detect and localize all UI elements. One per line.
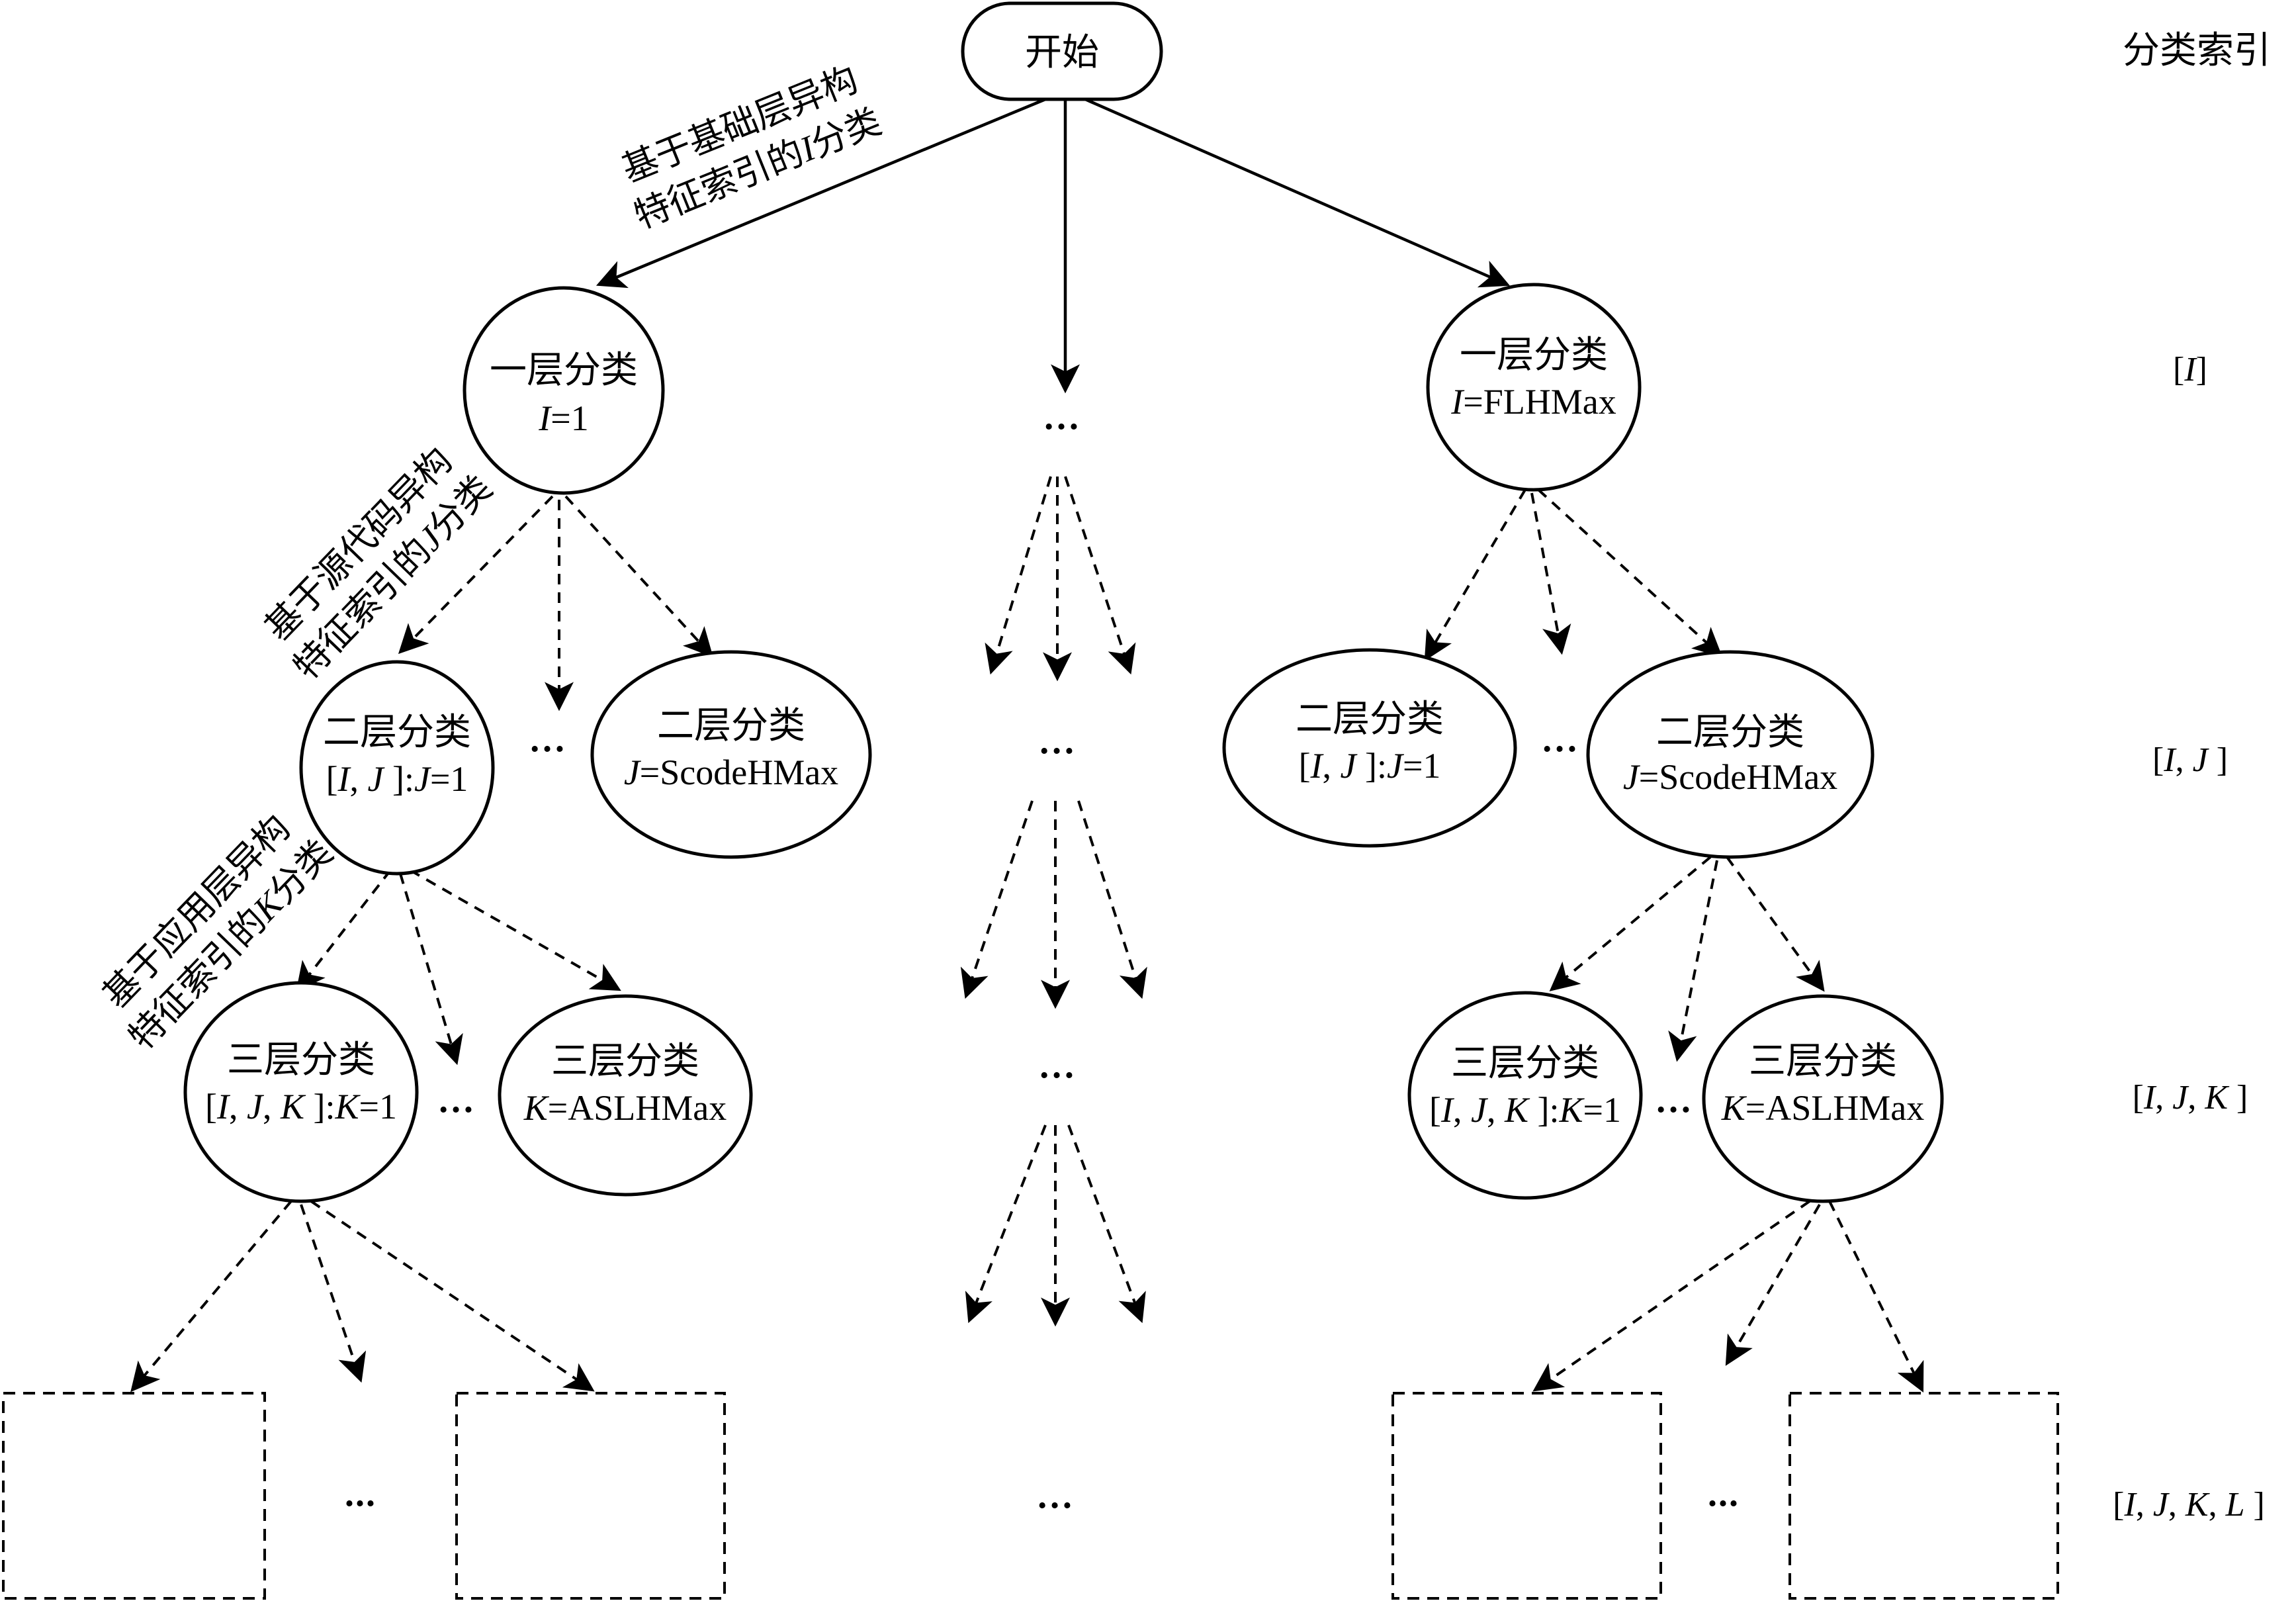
edge-l2-right-b-to-l3-right-a (1549, 856, 1712, 991)
node-title: 三层分类 (1749, 1041, 1897, 1082)
ellipsis-mid-l1: … (1043, 396, 1081, 437)
edge-mid-1-left (985, 476, 1052, 675)
node-title: 一层分类 (1460, 335, 1608, 376)
node-index: I=FLHMax (1450, 382, 1616, 422)
node-title: 二层分类 (657, 706, 805, 747)
edge-l1-right-to-l2-right-a (1424, 488, 1526, 661)
node-index: K=ASLHMax (1721, 1088, 1924, 1128)
ellipsis-mid-l3: … (1038, 1045, 1077, 1086)
edge-start-to-l1-right (1084, 97, 1511, 288)
solid-edges (596, 97, 1511, 394)
edge-mid-3-right (1067, 1124, 1146, 1324)
ellipses: … … … … … … … … ... ... (345, 396, 1740, 1516)
node-l3-left-b: 三层分类 K=ASLHMax (498, 994, 753, 1197)
node-title: 三层分类 (227, 1040, 375, 1081)
node-l3-right-b: 三层分类 K=ASLHMax (1702, 994, 1944, 1203)
index-level-1: [I] (2173, 351, 2207, 389)
node-index: [I, J, K ]:K=1 (205, 1087, 397, 1126)
node-l3-left-a: 三层分类 [I, J, K ]:K=1 (183, 981, 419, 1203)
node-index: [I, J, K ]:K=1 (1429, 1090, 1621, 1130)
index-level-4: [I, J, K, L ] (2113, 1486, 2265, 1524)
edge-l3-left-a-to-l4-box-b (310, 1200, 595, 1392)
dashed-edges-middle (960, 476, 1147, 1327)
node-index: [I, J ]:J=1 (326, 759, 468, 799)
node-title: 二层分类 (1656, 712, 1804, 753)
l4-box-left-b (455, 1392, 726, 1600)
node-index: J=ScodeHMax (1623, 757, 1837, 797)
ellipsis-l3-right: … (1655, 1079, 1693, 1121)
edge-l3-left-a-to-l4-box-a (130, 1200, 292, 1393)
index-level-2: [I, J ] (2152, 741, 2228, 779)
node-index: J=ScodeHMax (624, 753, 838, 792)
node-l2-right-a: 二层分类 [I, J ]:J=1 (1222, 648, 1517, 848)
l4-box-left-a (2, 1392, 266, 1600)
edge-l3-right-b-to-l4-more (1725, 1203, 1821, 1366)
ellipsis-l2-right: … (1541, 719, 1579, 760)
start-node: 开始 (961, 1, 1163, 101)
edge-label-layer1: 基于基础层异构 特征索引的I分类 (617, 60, 887, 236)
ellipsis-l3-left: … (437, 1079, 476, 1121)
ellipsis-mid-l4: … (1036, 1475, 1075, 1516)
node-index: [I, J ]:J=1 (1299, 746, 1441, 786)
node-l1-right: 一层分类 I=FLHMax (1426, 283, 1642, 492)
edge-l2-left-a-to-l3-left-b (410, 869, 621, 991)
l4-box-right-a (1391, 1392, 1662, 1600)
node-l2-right-b: 二层分类 J=ScodeHMax (1586, 650, 1875, 859)
dashed-edges-right (1424, 488, 1924, 1393)
edge-l1-left-to-l2-left-b (564, 495, 713, 658)
node-title: 一层分类 (490, 350, 638, 391)
node-title: 二层分类 (323, 712, 471, 753)
edge-l1-right-to-l2-right-more (1530, 492, 1571, 655)
node-index: I=1 (538, 398, 588, 438)
edge-l3-right-b-to-l4-box-d (1828, 1201, 1924, 1393)
node-l2-left-a: 二层分类 [I, J ]:J=1 (299, 660, 495, 876)
index-header: 分类索引 (2123, 30, 2271, 71)
index-column: 分类索引 [I] [I, J ] [I, J, K ] [I, J, K, L … (2113, 30, 2271, 1524)
edge-l2-left-a-to-l3-left-more (399, 873, 463, 1066)
edge-start-to-l1-left (596, 97, 1046, 289)
edge-mid-2-left (960, 800, 1034, 999)
edge-l2-right-b-to-l3-right-b (1726, 856, 1825, 992)
node-index: K=ASLHMax (523, 1088, 727, 1128)
edge-label-layer2: 基于源代码异构 特征索引的J分类 (257, 441, 500, 687)
ellipsis-l2-left: … (529, 719, 567, 760)
edge-mid-1-right (1064, 476, 1136, 675)
edge-l2-left-a-to-l3-left-a (296, 869, 392, 992)
l4-box-right-b (1788, 1392, 2059, 1600)
node-title: 三层分类 (1451, 1043, 1599, 1084)
edge-mid-2-right (1077, 800, 1147, 999)
edge-l1-right-to-l2-right-b (1537, 488, 1723, 657)
edge-l3-left-a-to-l4-more (300, 1204, 367, 1383)
node-l2-left-b: 二层分类 J=ScodeHMax (590, 650, 872, 859)
node-l3-right-a: 三层分类 [I, J, K ]:K=1 (1407, 991, 1643, 1200)
node-title: 三层分类 (551, 1041, 699, 1082)
edge-l2-right-b-to-l3-right-more (1668, 860, 1718, 1062)
ellipsis-l4-right: ... (1708, 1473, 1740, 1514)
edge-l3-right-b-to-l4-box-c (1532, 1200, 1811, 1392)
edge-mid-3-left (965, 1124, 1047, 1324)
dashed-edges-left (130, 495, 713, 1393)
start-label: 开始 (1025, 32, 1099, 73)
node-l1-left: 一层分类 I=1 (463, 286, 665, 495)
node-title: 二层分类 (1296, 699, 1444, 740)
ellipsis-mid-l2: … (1038, 721, 1077, 762)
index-level-3: [I, J, K ] (2133, 1079, 2248, 1117)
ellipsis-l4-left: ... (345, 1473, 376, 1514)
level4-boxes (2, 1392, 2059, 1600)
